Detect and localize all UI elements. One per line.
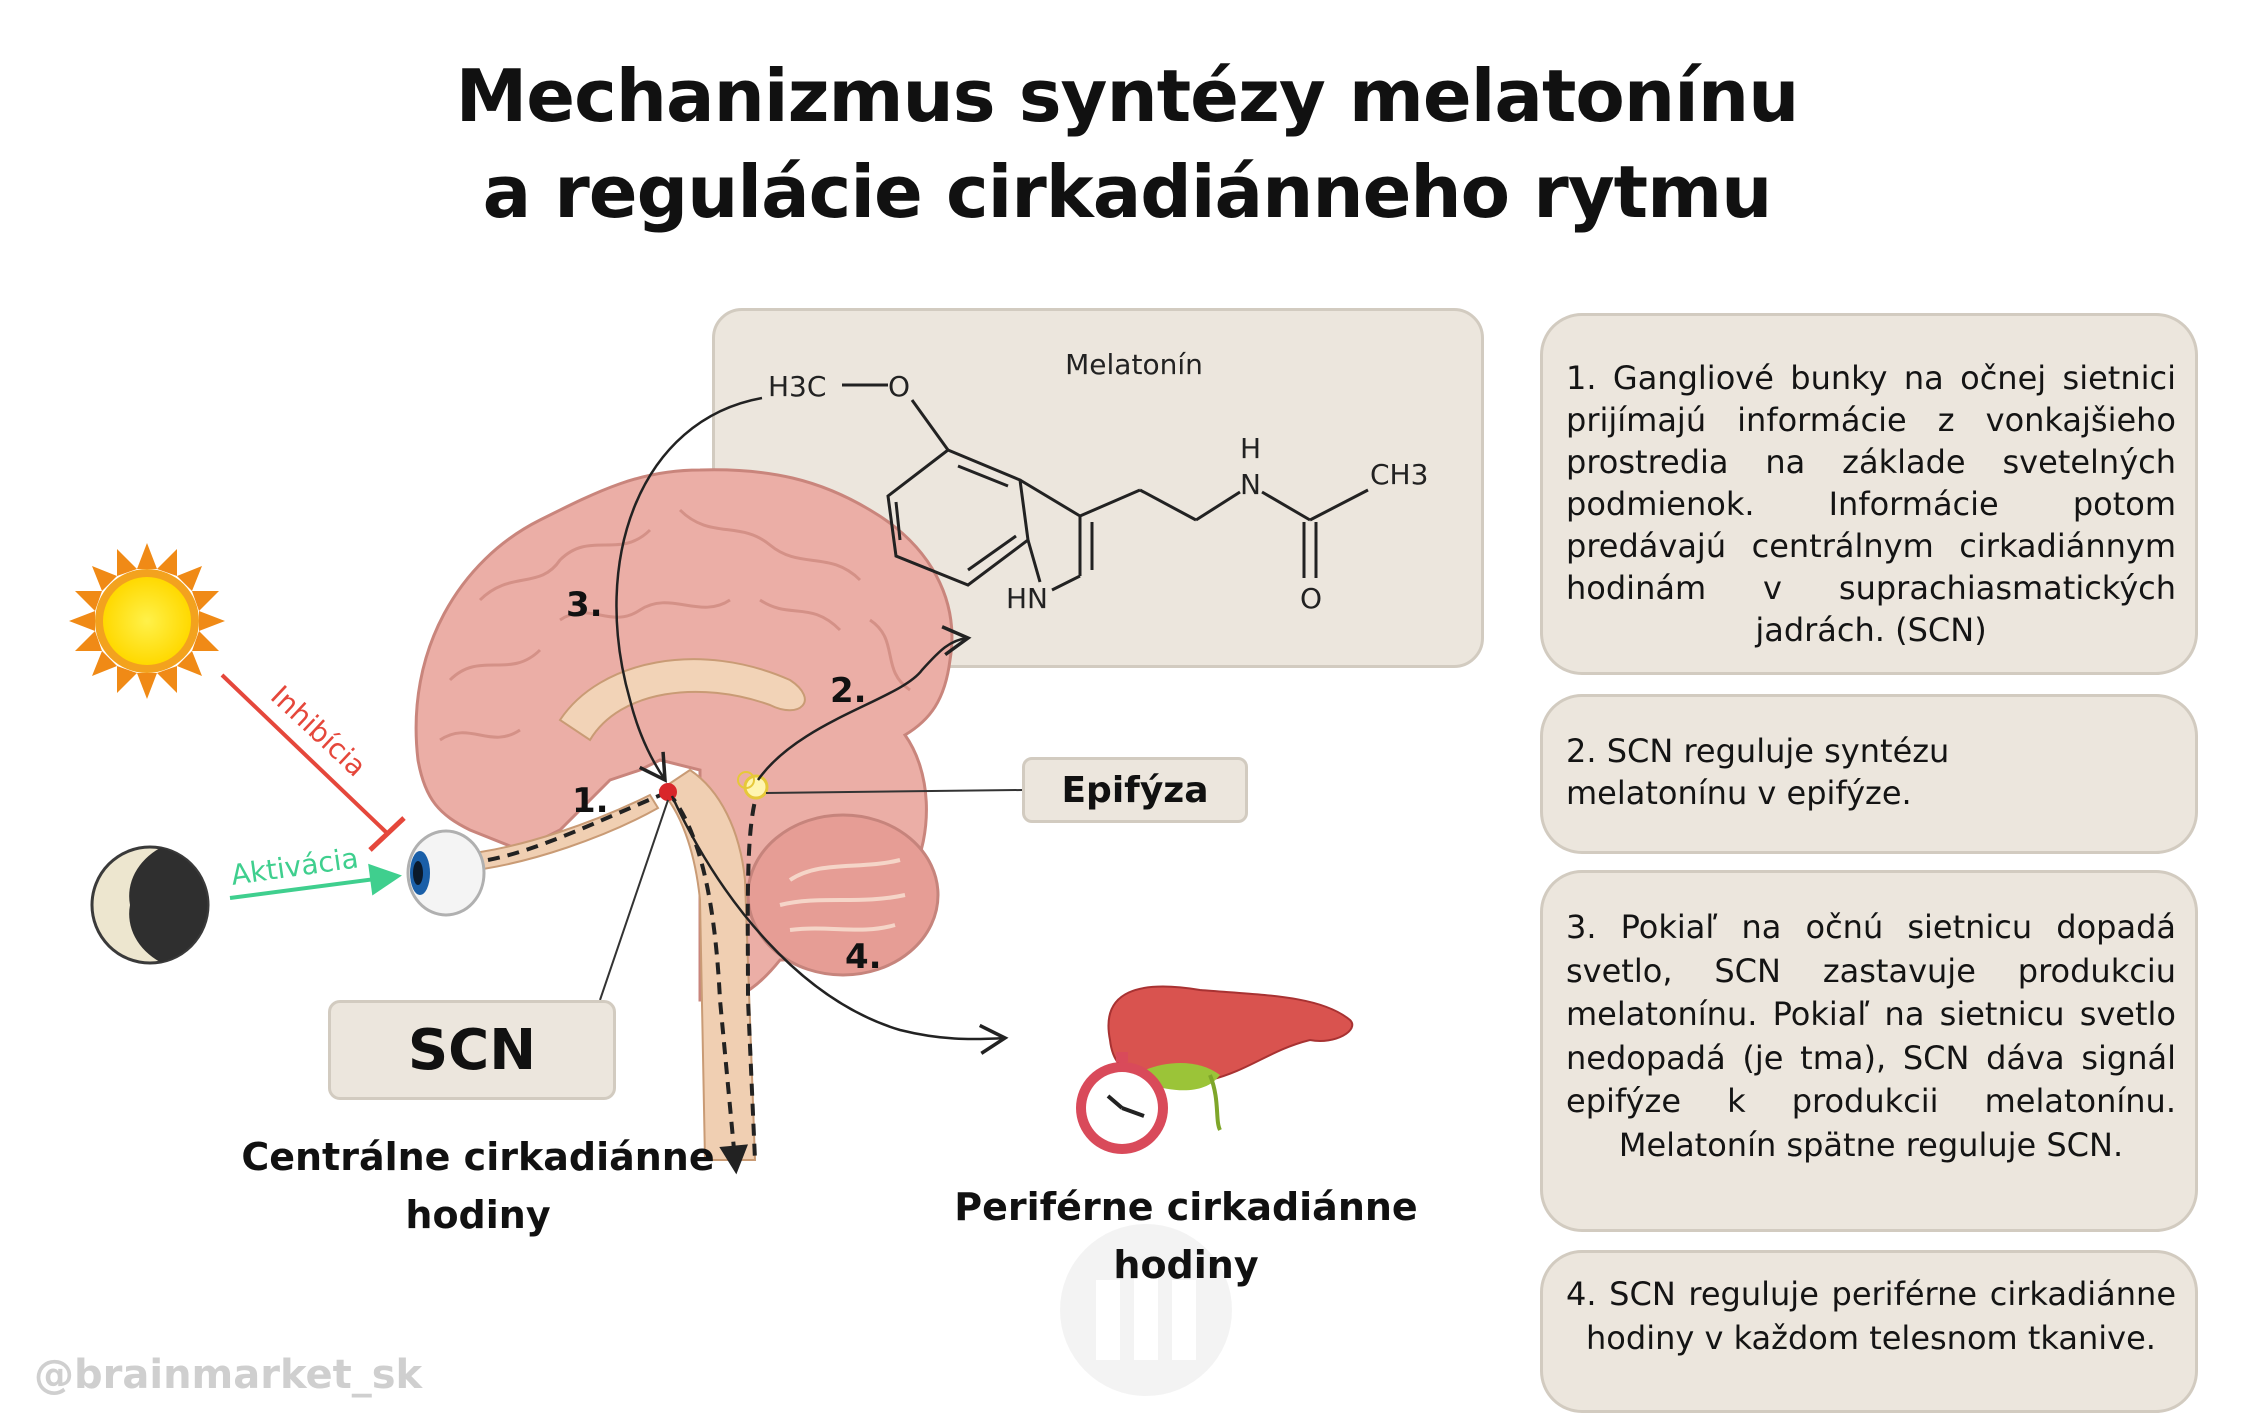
central-caption-line-2: hodiny <box>405 1193 551 1237</box>
watermark-handle: @brainmarket_sk <box>34 1352 423 1398</box>
step-1-label: 1. <box>572 781 609 821</box>
brainmarket-logo-icon <box>1060 1224 1232 1396</box>
atom-h-amide: H <box>1240 432 1261 465</box>
molecule-name: Melatonín <box>1065 348 1203 381</box>
brain-icon <box>414 468 954 1161</box>
step-3-text: 3. Pokiaľ na očnú sietnicu dopadá svetlo… <box>1566 908 2176 1164</box>
scn-label: SCN <box>407 1017 537 1083</box>
epiphysis-pointer <box>765 789 1023 794</box>
title-line-2: a regulácie cirkadiánneho rytmu <box>482 150 1773 234</box>
step-4-box <box>1540 1250 2198 1413</box>
scn-label-box: SCN <box>328 1000 616 1100</box>
arrow-step-4 <box>670 795 1009 1055</box>
eye-icon <box>406 829 486 917</box>
epiphysis-label-box: Epifýza <box>1022 757 1248 823</box>
arrow-step-2 <box>756 625 972 781</box>
moon-icon <box>90 845 210 965</box>
step-4-text: 4. SCN reguluje periférne cirkadiánne ho… <box>1566 1275 2176 1357</box>
peripheral-clock-caption: Periférne cirkadiánne hodiny <box>936 1178 1436 1294</box>
atom-o-methoxy: O <box>888 370 910 403</box>
step-1-text: 1. Gangliové bunky na očnej sietnici pri… <box>1566 359 2176 649</box>
step-4-label: 4. <box>845 937 882 977</box>
melatonin-atoms: Melatonín H3C O HN H N CH3 O <box>768 348 1428 615</box>
atom-hn-ring: HN <box>1006 582 1048 615</box>
atom-o-carbonyl: O <box>1300 582 1322 615</box>
melatonin-structure <box>842 383 1369 592</box>
peripheral-caption-line-2: hodiny <box>1113 1243 1259 1287</box>
step-2-box <box>1540 694 2198 854</box>
atom-ch3: CH3 <box>1370 458 1428 491</box>
page-title: Mechanizmus syntézy melatonínu a regulác… <box>0 48 2254 240</box>
arrow-step-3 <box>615 396 763 783</box>
central-clock-caption: Centrálne cirkadiánne hodiny <box>228 1128 728 1244</box>
step-2-text: 2. SCN reguluje syntézu melatonínu v epi… <box>1566 732 1950 812</box>
epiphysis-label: Epifýza <box>1061 769 1209 811</box>
step-3-label: 3. <box>566 585 603 625</box>
activation-arrow <box>229 863 402 900</box>
step-1-box <box>1540 313 2198 675</box>
atom-n-amide: N <box>1240 468 1261 501</box>
central-caption-line-1: Centrálne cirkadiánne <box>241 1135 715 1179</box>
clock-icon <box>1076 1052 1168 1154</box>
step-3-box <box>1540 870 2198 1232</box>
pineal-gland-icon <box>737 771 769 800</box>
scn-pointer <box>599 799 669 1001</box>
peripheral-caption-line-1: Periférne cirkadiánne <box>954 1185 1418 1229</box>
sun-icon <box>69 543 225 699</box>
neural-pathway <box>487 784 762 1175</box>
title-line-1: Mechanizmus syntézy melatonínu <box>455 54 1800 138</box>
step-2-label: 2. <box>830 671 867 711</box>
atom-h3c: H3C <box>768 370 826 403</box>
inhibition-arrow <box>220 673 406 852</box>
